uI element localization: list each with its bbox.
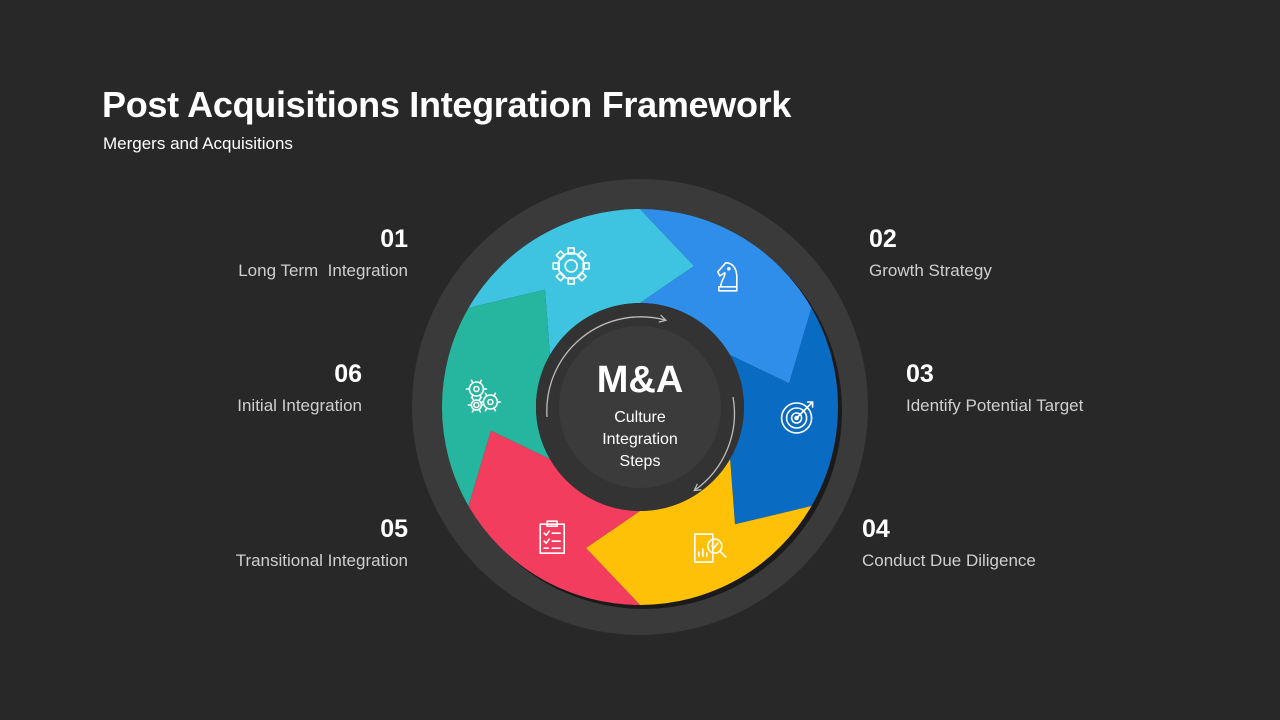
target-icon xyxy=(780,401,814,434)
center-line-3: Steps xyxy=(620,453,661,470)
center-inner-disc xyxy=(559,326,721,488)
segment-01 xyxy=(468,209,695,355)
segment-03 xyxy=(730,308,839,525)
step-number: 05 xyxy=(380,515,408,543)
analysis-icon xyxy=(693,533,727,563)
center-line-2: Integration xyxy=(602,431,678,448)
segment-04 xyxy=(585,459,812,605)
step-number: 04 xyxy=(862,515,890,543)
segment-02 xyxy=(640,209,812,384)
step-number: 01 xyxy=(380,225,408,253)
cycle-arrow-bottom xyxy=(693,396,736,492)
clipboard-icon xyxy=(539,520,566,555)
step-label: Transitional Integration xyxy=(235,551,408,570)
step-02: 02 Growth Strategy xyxy=(869,224,1129,282)
page-title: Post Acquisitions Integration Framework xyxy=(102,84,792,125)
gears-icon xyxy=(465,379,502,413)
step-05: 05 Transitional Integration xyxy=(148,514,408,572)
step-number: 02 xyxy=(869,225,897,253)
step-03: 03 Identify Potential Target xyxy=(906,359,1166,417)
step-01: 01 Long Term Integration xyxy=(148,224,408,282)
step-04: 04 Conduct Due Diligence xyxy=(862,514,1122,572)
gear-icon xyxy=(552,247,591,285)
segment-icons xyxy=(465,247,814,563)
step-number: 03 xyxy=(906,360,934,388)
cycle-arrow-top xyxy=(546,314,668,418)
step-number: 06 xyxy=(334,360,362,388)
page-subtitle: Mergers and Acquisitions xyxy=(103,134,293,153)
chess-knight-icon xyxy=(716,261,738,292)
step-label: Long Term Integration xyxy=(238,261,408,280)
step-06: 06 Initial Integration xyxy=(102,359,362,417)
step-label: Identify Potential Target xyxy=(906,396,1084,415)
segment-05 xyxy=(468,430,640,605)
center-line-1: Culture xyxy=(614,409,666,426)
step-label: Conduct Due Diligence xyxy=(862,551,1036,570)
center-heading: M&A xyxy=(597,359,684,401)
step-label: Growth Strategy xyxy=(869,261,992,280)
step-label: Initial Integration xyxy=(237,396,362,415)
